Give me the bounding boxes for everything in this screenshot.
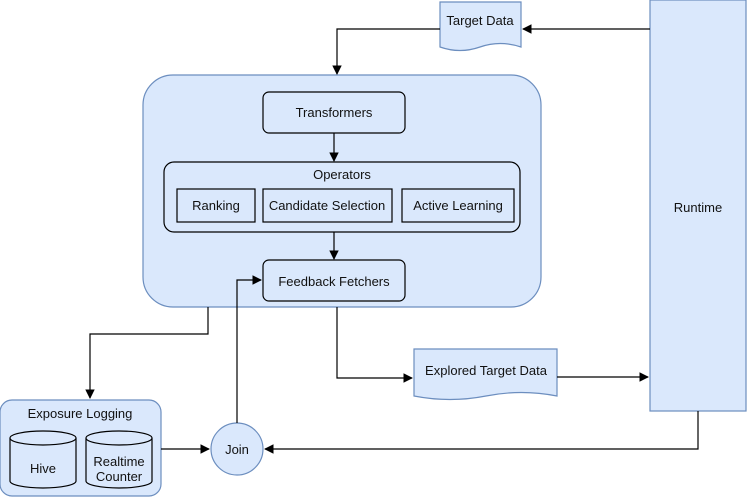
hive-label: Hive	[30, 461, 56, 476]
operators-label: Operators	[313, 167, 371, 182]
edge-target-data-to-system	[332, 28, 440, 75]
runtime-box: Runtime	[649, 0, 747, 412]
feedback-fetchers-label: Feedback Fetchers	[278, 274, 390, 289]
explored-target-data-document: Explored Target Data	[413, 348, 558, 401]
target-data-label: Target Data	[446, 13, 514, 28]
realtime-counter-label-line2: Counter	[96, 469, 143, 484]
candidate-selection-box: Candidate Selection	[262, 188, 393, 223]
ranking-box: Ranking	[176, 188, 256, 223]
realtime-counter-label-line1: Realtime	[93, 454, 144, 469]
join-node: Join	[210, 422, 264, 476]
edge-join-to-feedback-fetchers	[236, 275, 262, 423]
transformers-box: Transformers	[262, 91, 406, 134]
transformers-label: Transformers	[296, 105, 373, 120]
edge-runtime-to-join	[264, 411, 699, 454]
runtime-label: Runtime	[674, 200, 722, 215]
edge-system-to-exposure-logging	[85, 307, 209, 399]
target-data-document: Target Data	[439, 1, 522, 52]
candidate-selection-label: Candidate Selection	[269, 198, 385, 213]
exposure-logging-label: Exposure Logging	[28, 406, 133, 421]
hive-database: Hive	[9, 430, 77, 489]
explored-target-data-label: Explored Target Data	[425, 363, 548, 378]
join-label: Join	[225, 442, 249, 457]
edge-system-to-explored-target-data	[336, 307, 413, 383]
realtime-counter-database: Realtime Counter	[85, 430, 153, 489]
feedback-fetchers-box: Feedback Fetchers	[262, 259, 406, 302]
active-learning-label: Active Learning	[413, 198, 503, 213]
ranking-label: Ranking	[192, 198, 240, 213]
active-learning-box: Active Learning	[401, 188, 515, 223]
